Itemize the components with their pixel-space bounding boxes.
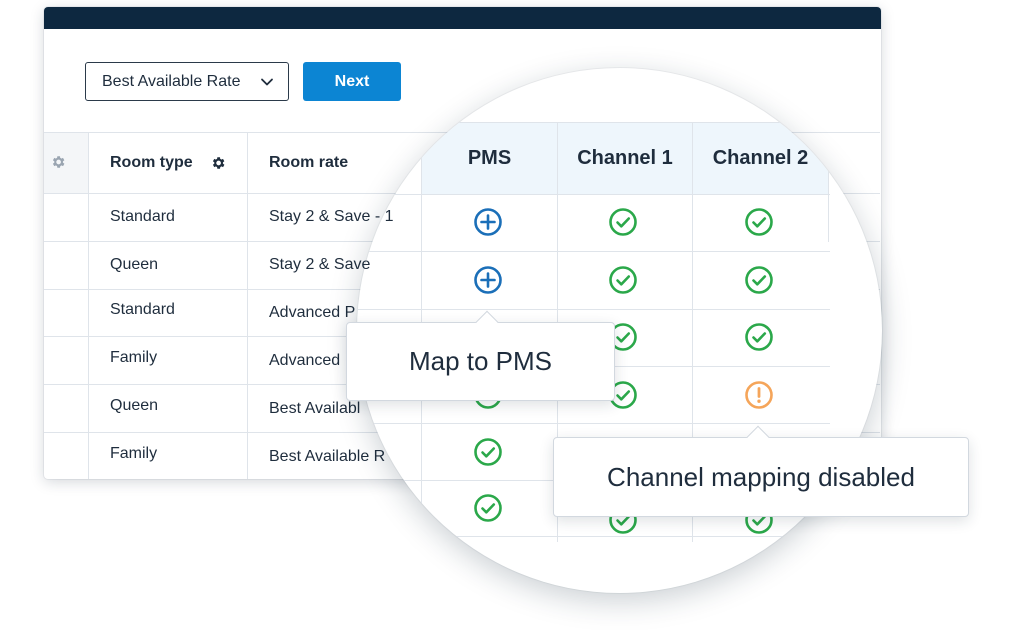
room-rate-cell: Stay 2 & Save - 1 [269,208,394,225]
room-type-cell: Queen [110,397,159,414]
check-circle-icon [474,494,502,522]
column-header-channel-2[interactable]: Channel 2 [712,146,809,169]
room-type-cell: Queen [110,256,159,273]
map-to-pms-tooltip: Map to PMS [346,310,615,401]
check-circle-icon [609,208,637,236]
zoomed-header-row [422,122,828,194]
room-type-cell: Family [110,445,158,462]
column-header-channel-1[interactable]: Channel 1 [577,146,673,169]
room-rate-cell: Best Available R [357,448,386,465]
room-rate-cell: Best Availabl [269,400,361,417]
column-header-room-type-label: Room type [110,153,193,171]
plus-circle-icon[interactable] [473,265,503,295]
room-rate-cell: Stay 2 & Save - 1 [357,208,394,225]
column-settings-cell [44,132,88,193]
check-circle-icon [745,266,773,294]
column-header-pms[interactable]: PMS [467,146,512,169]
zoomed-table: PMS Channel 1 Channel 2 Stay 2 & Save - … [357,68,882,593]
room-rate-cell: Best Available R [269,448,386,465]
check-circle-icon [745,208,773,236]
check-circle-icon [474,438,502,466]
chevron-down-icon [261,78,273,86]
rate-plan-dropdown-value: Best Available Rate [102,72,241,90]
channel-mapping-disabled-tooltip: Channel mapping disabled [553,425,969,517]
gear-icon[interactable] [210,155,226,171]
check-circle-icon [745,323,773,351]
channel-mapping-disabled-tooltip-text: Channel mapping disabled [607,461,915,492]
room-type-cell: Standard [110,208,175,225]
exclamation-circle-icon[interactable] [744,380,774,410]
room-rate-cell: Advanced [269,352,341,369]
room-type-cell: Family [110,349,158,366]
gear-icon[interactable] [50,154,66,170]
room-type-cell: Standard [110,301,175,318]
room-rate-cell: Best Availabl [357,400,361,417]
map-to-pms-tooltip-text: Map to PMS [408,346,553,376]
room-rate-cell: Stay 2 & Save [269,256,371,273]
column-header-room-type[interactable]: Room type [110,132,226,193]
check-circle-icon [609,266,637,294]
room-rate-cell: Stay 2 & Save [357,256,371,273]
room-rate-cell: Advanced P [269,304,356,321]
window-title-bar [44,7,881,29]
column-header-room-rate[interactable]: Room rate [269,132,348,193]
column-header-room-rate-label: Room rate [269,153,349,171]
plus-circle-icon[interactable] [473,207,503,237]
rate-plan-dropdown[interactable]: Best Available Rate [85,62,289,101]
next-button[interactable]: Next [303,62,401,101]
